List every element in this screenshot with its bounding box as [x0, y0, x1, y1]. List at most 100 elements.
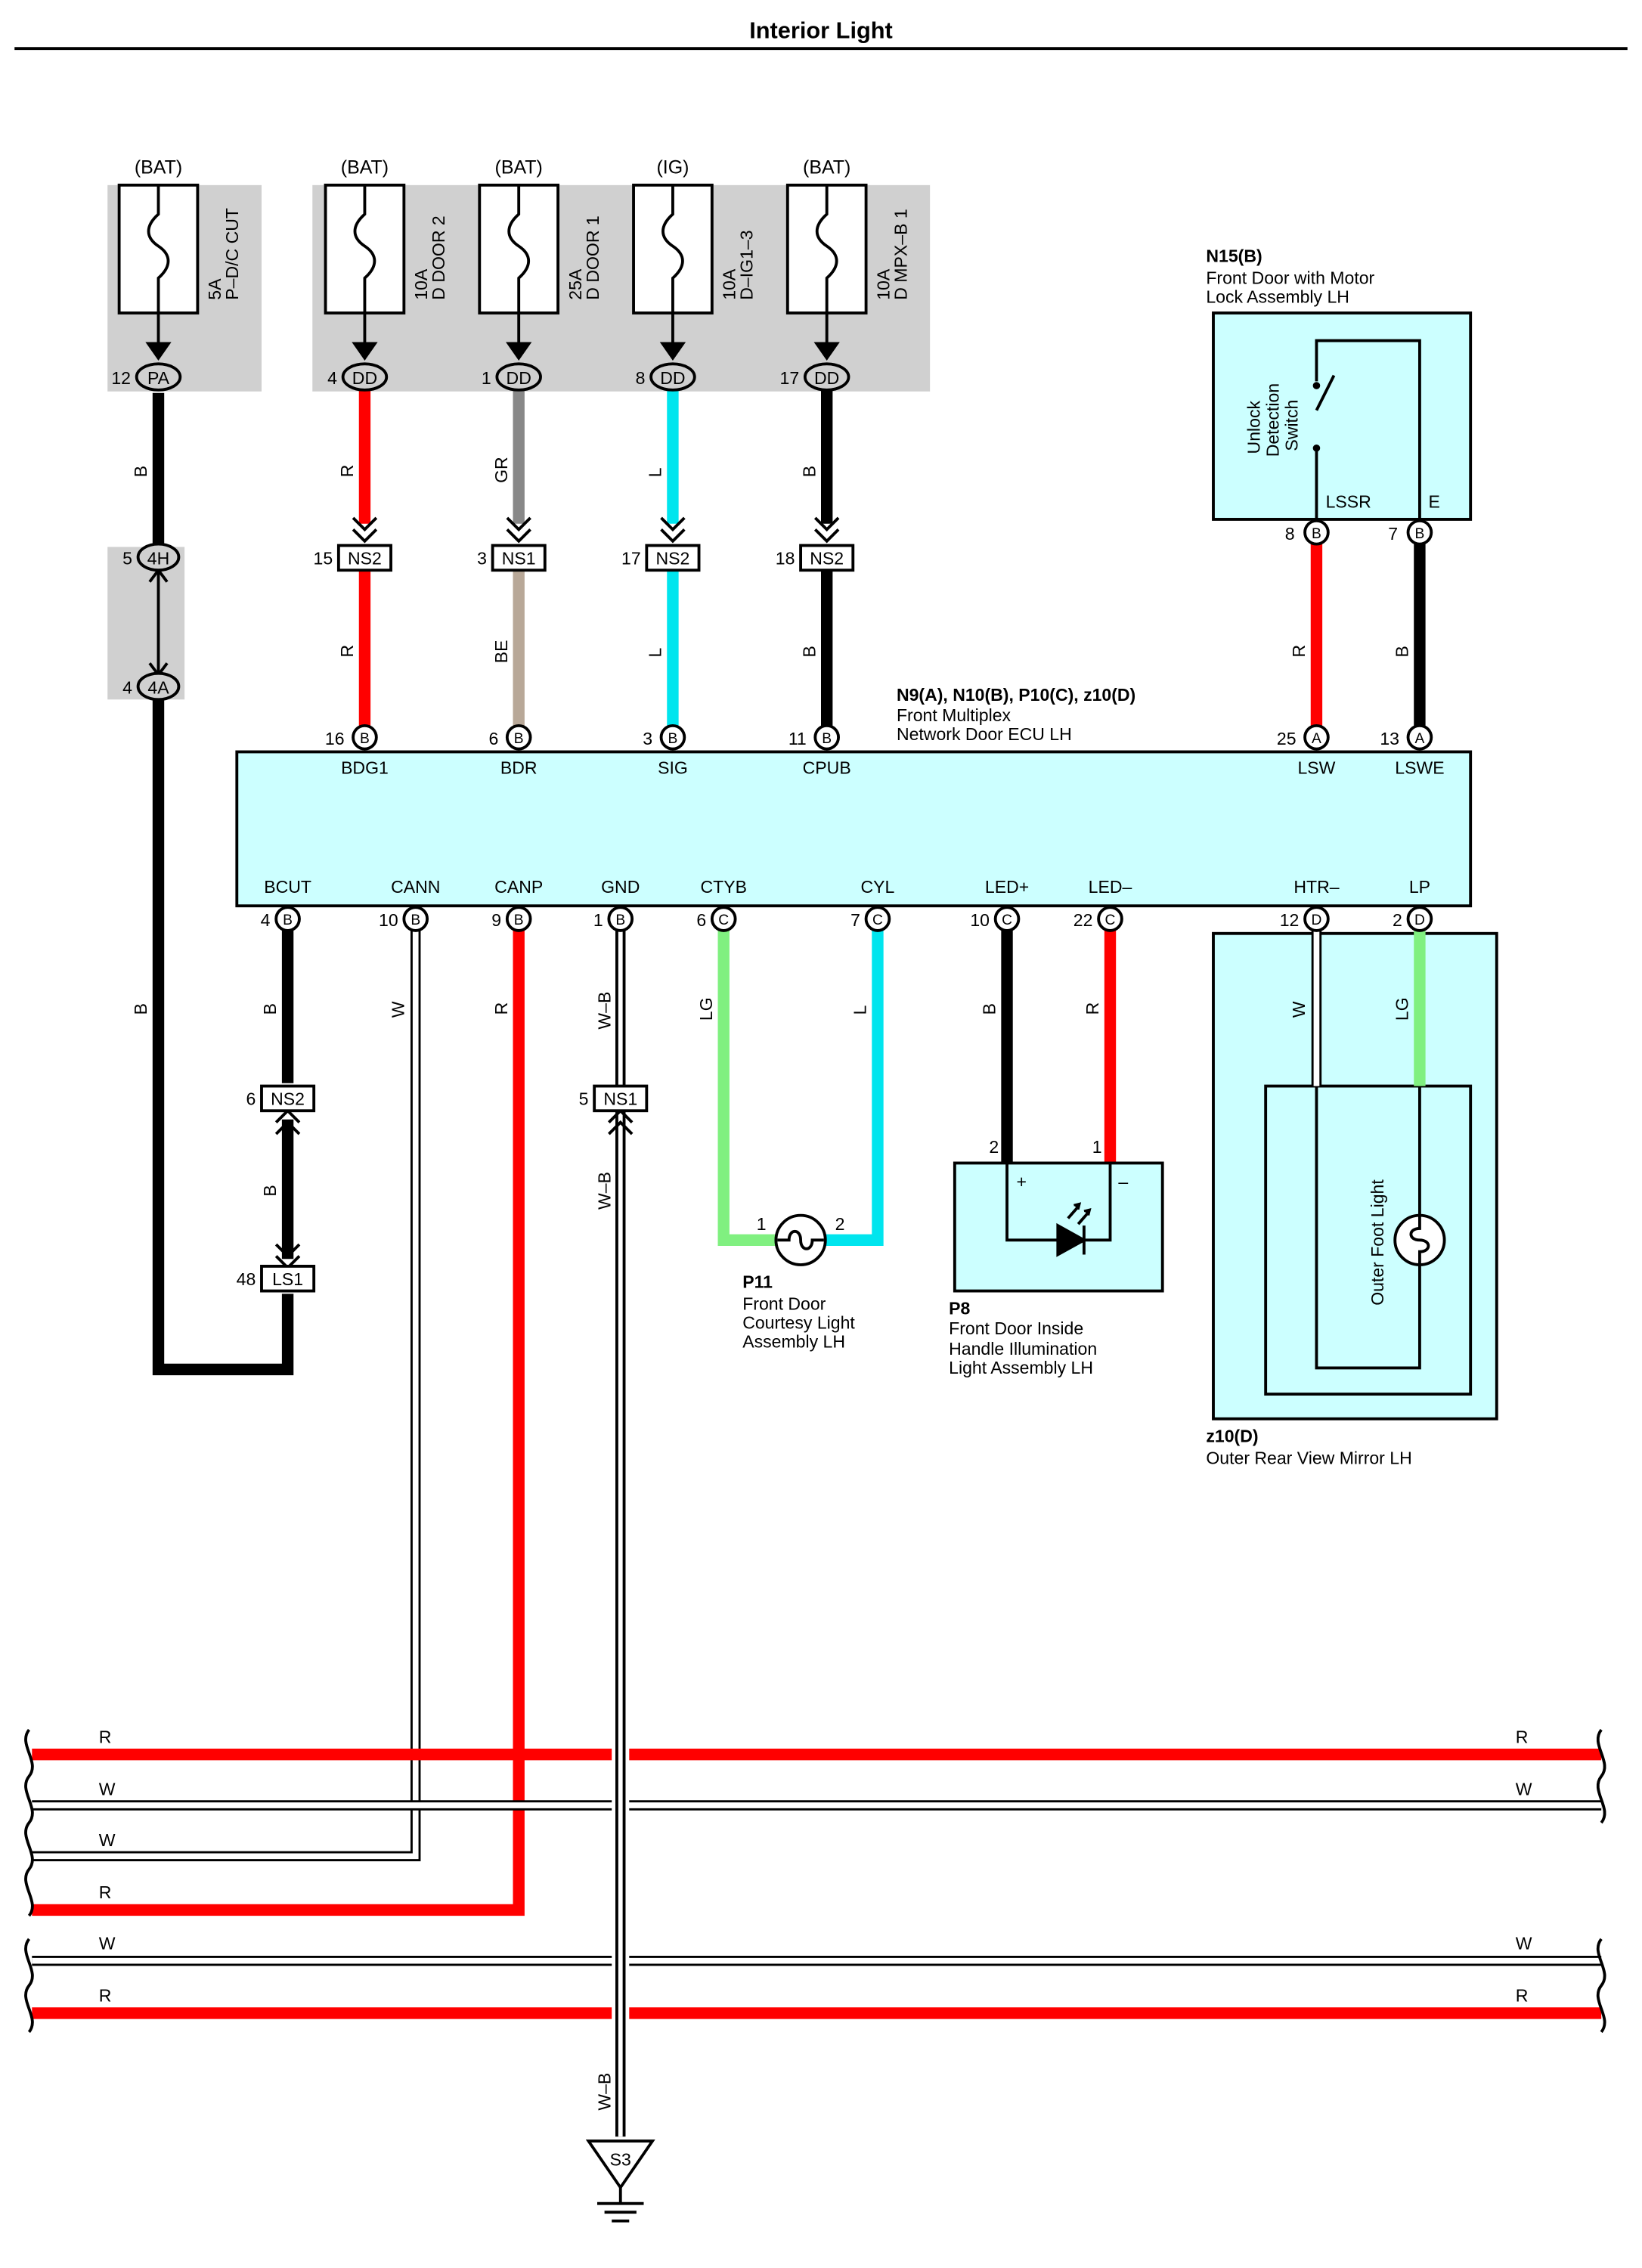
- splice-code: NS2: [348, 549, 382, 569]
- component-name: Lock Assembly LH: [1206, 287, 1349, 307]
- bus-break-left-icon: [24, 1728, 34, 2034]
- wire-color-label: R: [337, 645, 357, 658]
- fuse-rating: 5A: [205, 278, 225, 300]
- pin-number: 1: [593, 910, 603, 930]
- component-name: Front Door Inside: [949, 1318, 1083, 1338]
- connector-dd-17: 17 DD: [780, 362, 850, 392]
- p11-courtesy-light: 1 2 P11 Front Door Courtesy Light Assemb…: [742, 1213, 855, 1352]
- connector-4h: 5 4H: [122, 542, 181, 572]
- wire-color-label: R: [1083, 1002, 1102, 1015]
- pin-number: 6: [488, 729, 498, 748]
- ecu-pin-bdg1: 16 B BDG1: [325, 723, 389, 777]
- wire-color-label: W–B: [594, 1172, 614, 1210]
- p8-handle-illumination: 2 1 + – P8 Front Door Inside Handle Illu…: [949, 1137, 1164, 1377]
- pin-number: 6: [696, 910, 706, 930]
- fuse-source: (BAT): [495, 156, 543, 178]
- terminal-label: LSWE: [1395, 758, 1444, 777]
- wire-b-left: [152, 392, 294, 1376]
- fuse-source: (IG): [656, 156, 689, 178]
- wire-color-label: R: [337, 465, 357, 478]
- connector-dd-1: 1 DD: [482, 362, 542, 392]
- connector-code: C: [872, 912, 883, 928]
- fuse-symbol-icon: [147, 184, 170, 314]
- bus-label: W: [1516, 1933, 1532, 1953]
- splice-code: NS2: [271, 1089, 305, 1109]
- bus-lines: [32, 1749, 1602, 2019]
- splice-code: NS2: [656, 549, 690, 569]
- ground-code: S3: [610, 2150, 631, 2170]
- plus-sign: +: [1017, 1172, 1027, 1191]
- ecu-pin-lsw: 25 A LSW: [1277, 723, 1336, 777]
- connector-code: C: [1105, 912, 1116, 928]
- fuse-source: (BAT): [803, 156, 850, 178]
- connector-dd-4: 4 DD: [327, 362, 389, 392]
- wire-l-cyl: [825, 930, 884, 1247]
- pin-number: 12: [1280, 910, 1300, 930]
- minus-sign: –: [1118, 1172, 1128, 1191]
- splice-ns1-5: 5 NS1: [579, 1084, 649, 1113]
- fuse-d-mpx-b1: (BAT) 10A D MPX–B 1: [785, 156, 910, 314]
- ecu-box: [235, 750, 1473, 908]
- connector-code: B: [1312, 526, 1321, 542]
- wire-color-label: B: [980, 1003, 999, 1015]
- component-id: P11: [742, 1272, 773, 1292]
- fuse-d-ig1-3: (IG) 10A D–IG1–3: [632, 156, 757, 314]
- connector-code: DD: [352, 368, 377, 388]
- bus-label: R: [99, 1727, 112, 1746]
- bus-label: W: [99, 1830, 116, 1850]
- pin-number: 3: [477, 549, 487, 569]
- pin-number: 4: [327, 368, 337, 388]
- connector-code: DD: [660, 368, 685, 388]
- terminal-label: BDR: [500, 758, 538, 777]
- pin-number: 2: [989, 1137, 999, 1157]
- splice-code: LS1: [272, 1269, 303, 1289]
- connector-code: B: [283, 912, 293, 928]
- connector-code: D: [1311, 912, 1321, 928]
- ecu-name: Network Door ECU LH: [897, 724, 1072, 744]
- switch-icon: [1315, 339, 1421, 519]
- z10-outer-rear-view-mirror: Outer Foot Light z10(D) Outer Rear View …: [1206, 931, 1498, 1467]
- pin-number: 5: [122, 549, 132, 569]
- pin-number: 25: [1277, 729, 1297, 748]
- terminal-label: HTR–: [1293, 877, 1339, 897]
- splice-code: NS1: [603, 1089, 637, 1109]
- pin-number: 8: [636, 368, 646, 388]
- bus-label: R: [99, 1882, 112, 1902]
- terminal-label: CTYB: [700, 877, 746, 897]
- wire-color-label: R: [1289, 645, 1309, 658]
- bus-label: R: [99, 1986, 112, 2006]
- pin-number: 16: [325, 729, 345, 748]
- n15-lock-assembly: N15(B) Front Door with Motor Lock Assemb…: [1206, 246, 1473, 521]
- diagram-title: Interior Light: [749, 17, 893, 44]
- switch-label: Unlock: [1244, 401, 1263, 454]
- wire-color-label: B: [131, 466, 150, 477]
- connector-code: DD: [507, 368, 531, 388]
- ground-s3: S3: [585, 2139, 655, 2223]
- terminal-label: LED–: [1089, 877, 1132, 897]
- bus-break-right-icon: [1596, 1728, 1606, 2034]
- terminal-label: BCUT: [264, 877, 311, 897]
- wire-color-label: W: [388, 1001, 407, 1018]
- wire-r-canp: [32, 930, 525, 1916]
- wire-color-label: BE: [491, 640, 511, 663]
- wire-color-label: B: [260, 1003, 280, 1015]
- wire-color-label: L: [646, 648, 665, 658]
- pin-n15-8: 8 B: [1285, 519, 1330, 546]
- wire-color-label: W–B: [594, 992, 614, 1030]
- fuse-name: D MPX–B 1: [891, 209, 910, 299]
- pin-number: 1: [1092, 1137, 1102, 1157]
- pin-number: 3: [643, 729, 652, 748]
- wire-color-label: LG: [1393, 997, 1412, 1021]
- ecu-pin-bdr: 6 B BDR: [488, 723, 538, 777]
- component-id: z10(D): [1206, 1426, 1258, 1445]
- component-name: Handle Illumination: [949, 1339, 1097, 1359]
- ecu-pin-sig: 3 B SIG: [643, 723, 688, 777]
- pin-number: 11: [788, 729, 807, 748]
- terminal-label: LSSR: [1326, 492, 1371, 512]
